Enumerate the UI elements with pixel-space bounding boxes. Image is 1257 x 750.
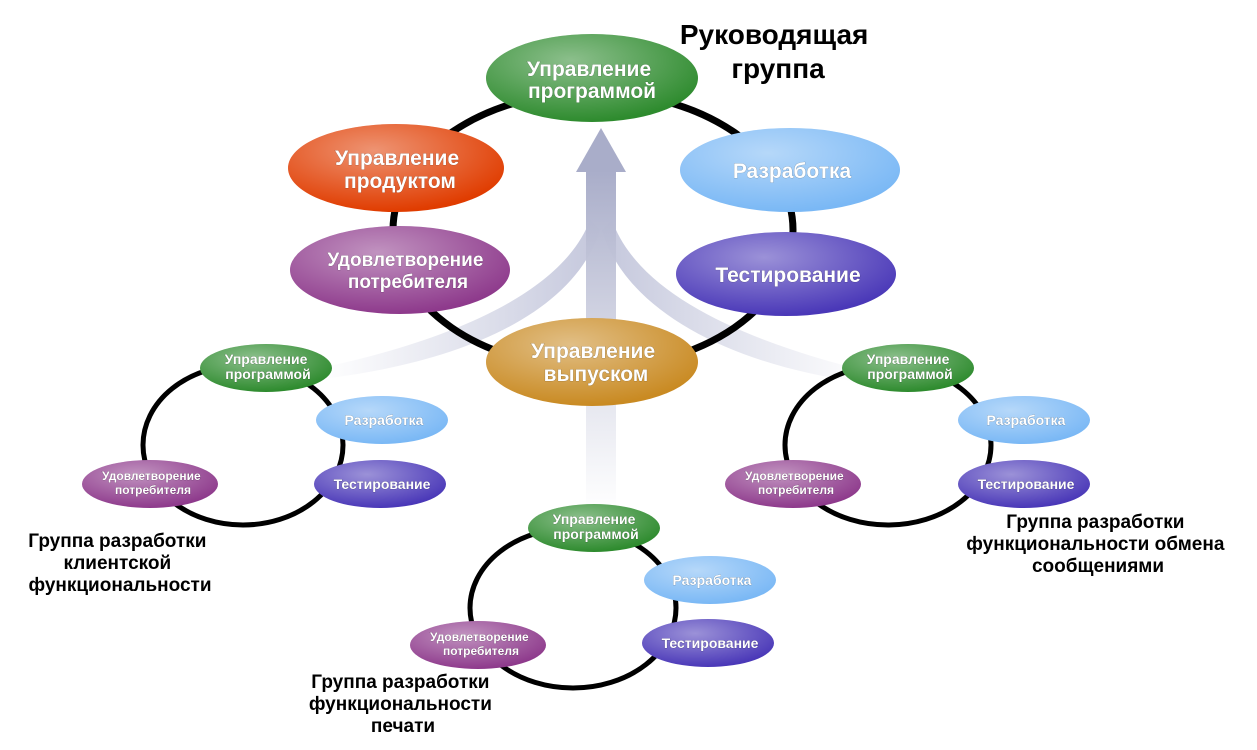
development-label: Разработка (733, 160, 852, 183)
svg-text:Управление программой: Управление программой (867, 351, 954, 382)
svg-text:Управление программой: Управление программой (527, 58, 657, 103)
team-print-program-management-line-2: программой (553, 526, 638, 542)
customer-satisfaction-line-1: Удовлетворение (327, 250, 483, 271)
team-messaging-customer-satisfaction-line-1: Удовлетворение (745, 469, 844, 483)
leadership-nodes: Управление программой Управление продукт… (288, 34, 900, 406)
svg-text:Тестирование: Тестирование (334, 476, 431, 492)
svg-text:Разработка: Разработка (987, 412, 1066, 428)
svg-text:Удовлетворение потреби: Удовлетворение потребителя (102, 469, 204, 497)
svg-text:Управление продуктом: Управление продуктом (335, 147, 465, 193)
program-management-line-1: Управление (527, 58, 651, 81)
team-print-program-management-line-1: Управление (553, 511, 636, 527)
team-print-development: Разработка (644, 556, 776, 604)
team-client-testing-label: Тестирование (334, 476, 431, 492)
team-client-caption-line-1: Группа разработки (28, 531, 206, 552)
node-product-management: Управление продуктом (288, 124, 504, 212)
team-print-customer-satisfaction-line-2: потребителя (443, 644, 519, 658)
program-management-line-2: программой (528, 80, 656, 103)
team-messaging-program-management: Управление программой (842, 344, 974, 392)
team-messaging-caption: Группа разработки функциональности обмен… (966, 512, 1229, 577)
release-management-line-2: выпуском (544, 363, 649, 386)
team-print: Управление программой Разработка Удовлет… (309, 504, 776, 737)
team-print-customer-satisfaction: Удовлетворение потребителя (410, 621, 546, 669)
team-client-development: Разработка (316, 396, 448, 444)
team-client-customer-satisfaction: Удовлетворение потребителя (82, 460, 218, 508)
team-client-caption-line-2: клиентской (64, 553, 172, 574)
svg-text:Разработка: Разработка (345, 412, 424, 428)
team-print-testing-label: Тестирование (662, 635, 759, 651)
svg-text:Тестирование: Тестирование (715, 264, 860, 287)
team-client-testing: Тестирование (314, 460, 446, 508)
node-testing: Тестирование (676, 232, 896, 316)
svg-text:Разработка: Разработка (673, 572, 752, 588)
team-messaging-program-management-line-2: программой (867, 366, 952, 382)
team-client-caption: Группа разработки клиентской функциональ… (28, 531, 211, 596)
team-messaging: Управление программой Разработка Удовлет… (725, 344, 1229, 577)
svg-text:Разработка: Разработка (733, 160, 852, 183)
release-management-line-1: Управление (531, 340, 655, 363)
team-client-program-management: Управление программой (200, 344, 332, 392)
node-release-management: Управление выпуском (486, 318, 698, 406)
team-print-caption-line-3: печати (371, 716, 435, 737)
customer-satisfaction-line-2: потребителя (348, 272, 468, 293)
team-print-program-management: Управление программой (528, 504, 660, 552)
team-print-development-label: Разработка (673, 572, 752, 588)
svg-text:Тестирование: Тестирование (978, 476, 1075, 492)
product-management-line-2: продуктом (344, 170, 456, 193)
team-client-program-management-line-1: Управление (225, 351, 308, 367)
team-print-customer-satisfaction-line-1: Удовлетворение (430, 630, 529, 644)
node-program-management: Управление программой (486, 34, 698, 122)
arrow-from-left-team (320, 220, 600, 378)
team-client-development-label: Разработка (345, 412, 424, 428)
leadership-title: Руководящая группа (680, 19, 876, 84)
svg-text:Удовлетворение потреби: Удовлетворение потребителя (430, 630, 532, 658)
svg-text:Удовлетворение потреби: Удовлетворение потребителя (327, 250, 488, 293)
team-messaging-customer-satisfaction: Удовлетворение потребителя (725, 460, 861, 508)
team-messaging-testing-label: Тестирование (978, 476, 1075, 492)
team-messaging-caption-line-2: функциональности обмена (966, 534, 1225, 555)
team-messaging-program-management-line-1: Управление (867, 351, 950, 367)
node-customer-satisfaction: Удовлетворение потребителя (290, 226, 510, 314)
testing-label: Тестирование (715, 264, 860, 287)
leadership-title-line-1: Руководящая (680, 19, 869, 50)
team-messaging-development-label: Разработка (987, 412, 1066, 428)
team-client-program-management-line-2: программой (225, 366, 310, 382)
team-print-caption: Группа разработки функциональности печат… (309, 672, 497, 737)
svg-text:Управление программой: Управление программой (225, 351, 312, 382)
product-management-line-1: Управление (335, 147, 459, 170)
team-messaging-testing: Тестирование (958, 460, 1090, 508)
team-print-caption-line-1: Группа разработки (311, 672, 489, 693)
team-print-caption-line-2: функциональности (309, 694, 492, 715)
team-messaging-caption-line-3: сообщениями (1032, 556, 1164, 577)
team-client-customer-satisfaction-line-2: потребителя (115, 483, 191, 497)
team-messaging-caption-line-1: Группа разработки (1006, 512, 1184, 533)
svg-text:Управление программой: Управление программой (553, 511, 640, 542)
svg-text:Удовлетворение потреби: Удовлетворение потребителя (745, 469, 847, 497)
node-development: Разработка (680, 128, 900, 212)
team-messaging-customer-satisfaction-line-2: потребителя (758, 483, 834, 497)
team-print-testing: Тестирование (642, 619, 774, 667)
leadership-title-line-2: группа (731, 53, 825, 84)
team-client-caption-line-3: функциональности (28, 575, 211, 596)
svg-text:Управление выпуском: Управление выпуском (531, 340, 661, 386)
svg-text:Тестирование: Тестирование (662, 635, 759, 651)
team-client: Управление программой Разработка Удовлет… (28, 344, 448, 596)
team-messaging-development: Разработка (958, 396, 1090, 444)
arrow-head (576, 128, 626, 172)
team-client-customer-satisfaction-line-1: Удовлетворение (102, 469, 201, 483)
